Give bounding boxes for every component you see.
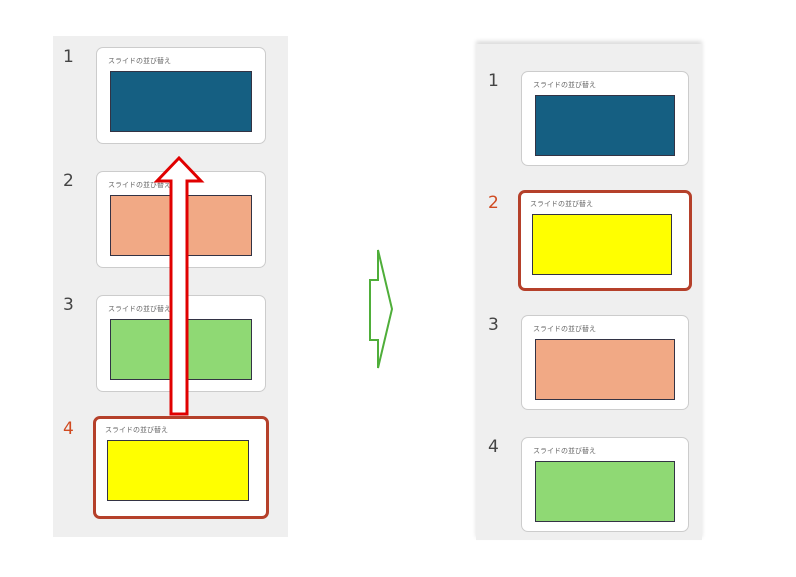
after-slide-thumbnail[interactable]: スライドの並び替え: [521, 71, 689, 166]
before-slide-number: 4: [63, 419, 74, 439]
before-slide-number: 2: [63, 171, 74, 191]
slide-title-text: スライドの並び替え: [105, 426, 168, 434]
slide-title-text: スライドの並び替え: [108, 305, 171, 313]
slide-colored-rectangle: [107, 440, 249, 501]
after-slide-number: 1: [488, 71, 499, 91]
after-slide-number: 4: [488, 437, 499, 457]
before-slide-thumbnail[interactable]: スライドの並び替え: [93, 416, 269, 519]
slide-title-text: スライドの並び替え: [530, 200, 593, 208]
after-slide-thumbnail[interactable]: スライドの並び替え: [518, 190, 692, 291]
before-slide-thumbnail[interactable]: スライドの並び替え: [96, 47, 266, 144]
after-slide-number: 3: [488, 315, 499, 335]
before-slide-number: 1: [63, 47, 74, 67]
slide-colored-rectangle: [535, 339, 675, 400]
slide-title-text: スライドの並び替え: [533, 81, 596, 89]
before-slide-number: 3: [63, 295, 74, 315]
slide-title-text: スライドの並び替え: [108, 57, 171, 65]
slide-colored-rectangle: [110, 71, 252, 132]
after-slide-thumbnail[interactable]: スライドの並び替え: [521, 437, 689, 532]
after-slide-thumbnail[interactable]: スライドの並び替え: [521, 315, 689, 410]
slide-title-text: スライドの並び替え: [108, 181, 171, 189]
move-up-arrow: [153, 155, 205, 416]
slide-colored-rectangle: [535, 95, 675, 156]
transition-arrow: [369, 249, 394, 369]
after-slide-number: 2: [488, 193, 499, 213]
slide-colored-rectangle: [535, 461, 675, 522]
slide-title-text: スライドの並び替え: [533, 325, 596, 333]
slide-title-text: スライドの並び替え: [533, 447, 596, 455]
slide-colored-rectangle: [532, 214, 672, 275]
